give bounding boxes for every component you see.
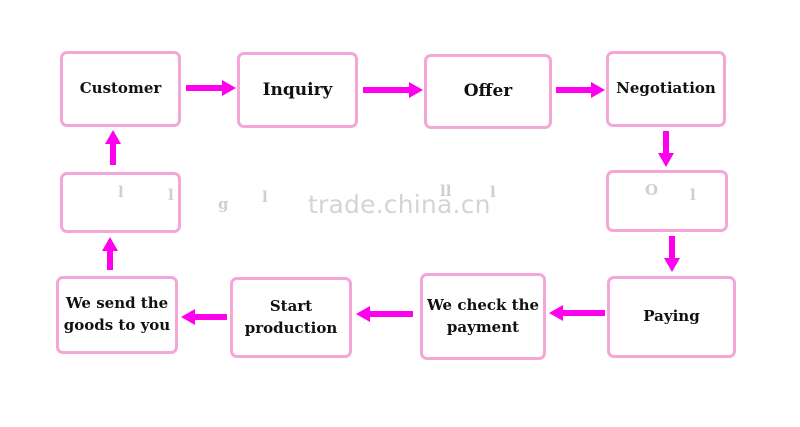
faint-text-mid-3: l (490, 183, 496, 201)
negotiation-box: Negotiation (606, 51, 726, 127)
watermark-text: trade.china.cn (308, 190, 491, 219)
arrow-inquiry-to-offer (363, 82, 423, 98)
customer-box: Customer (60, 51, 181, 127)
send-goods-label: We send the goods to you (63, 294, 171, 334)
arrow-check-to-production (356, 306, 413, 322)
check-payment-box: We check the payment (420, 273, 546, 360)
inquiry-label: Inquiry (262, 79, 333, 100)
obscured-left-box (60, 172, 181, 233)
negotiation-label: Negotiation (616, 79, 716, 98)
inquiry-box: Inquiry (237, 52, 358, 128)
start-production-box: Start production (230, 277, 352, 358)
faint-text-left-2: l (168, 186, 174, 204)
faint-text-left-3: g (218, 195, 229, 213)
paying-label: Paying (643, 307, 700, 326)
faint-text-right-2: l (690, 186, 696, 204)
check-payment-label: We check the payment (426, 295, 540, 336)
arrow-offer-to-negotiation (556, 82, 605, 98)
customer-label: Customer (79, 79, 162, 98)
arrow-customer-to-inquiry (186, 80, 236, 96)
faint-text-left-1: l (118, 183, 124, 201)
arrow-paying-to-check (549, 305, 605, 321)
send-goods-box: We send the goods to you (56, 276, 178, 354)
faint-text-mid-1: l (262, 188, 268, 206)
arrow-negotiation-down (658, 131, 674, 167)
arrow-send-up (102, 237, 118, 270)
faint-text-mid-2: ll (440, 182, 452, 200)
paying-box: Paying (607, 276, 736, 358)
offer-box: Offer (424, 54, 552, 129)
arrow-to-paying-down (664, 236, 680, 272)
faint-text-right-1: O (645, 181, 659, 199)
arrow-up-to-customer (105, 130, 121, 165)
obscured-right-box (606, 170, 728, 232)
start-production-label: Start production (244, 296, 338, 337)
offer-label: Offer (463, 81, 513, 102)
arrow-production-to-send (181, 309, 227, 325)
